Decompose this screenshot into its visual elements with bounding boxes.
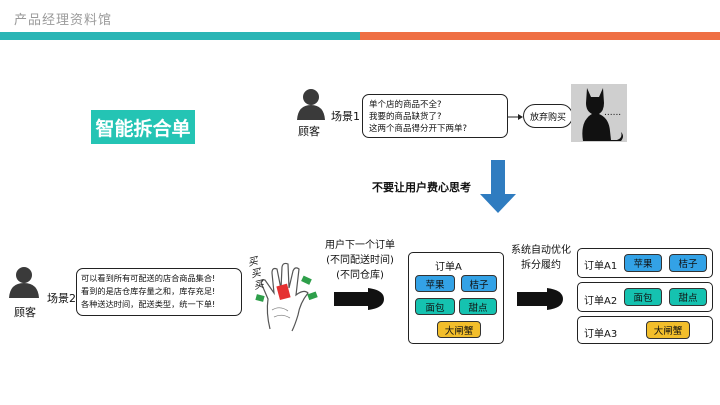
suborder-a1-item-orange: 桔子	[669, 254, 707, 272]
shopping-hand-illustration	[255, 262, 318, 332]
suborder-a2-item-dessert: 甜点	[669, 288, 707, 306]
auto-split-note: 系统自动优化 拆分履约	[506, 243, 576, 273]
order-note-line: (不同配送时间)	[326, 255, 394, 266]
scene1-customer-label: 顾客	[298, 125, 320, 138]
scene2-thought-bubble: 可以看到所有可配送的店合商品集合! 看到的是店仓库存量之和，库存充足! 各种送达…	[76, 268, 242, 316]
order-item-apple: 苹果	[415, 275, 455, 292]
customer-person-icon	[297, 89, 325, 120]
cat-ellipsis: ......	[604, 108, 622, 118]
order-a-box: 订单A 苹果 桔子 面包 甜点 大闸蟹	[408, 252, 504, 344]
suborder-a2-box: 订单A2 面包 甜点	[577, 282, 713, 312]
split-note-line: 系统自动优化	[511, 245, 571, 256]
scene2-right-arrow-1	[334, 288, 384, 310]
order-item-orange: 桔子	[461, 275, 497, 292]
suborder-a2-title: 订单A2	[584, 296, 618, 307]
scene2-label: 场景2	[47, 292, 76, 305]
scene1-thought-bubble: 单个店的商品不全? 我要的商品缺货了? 这两个商品得分开下两单?	[362, 94, 508, 138]
suborder-a1-title: 订单A1	[584, 261, 618, 272]
dont-make-user-think-caption: 不要让用户费心思考	[372, 181, 471, 194]
scene2-right-arrow-2	[517, 288, 563, 310]
scene2-bubble-line: 可以看到所有可配送的店合商品集合!	[81, 273, 216, 283]
order-note-line: (不同仓库)	[336, 270, 384, 281]
suborder-a3-title: 订单A3	[584, 329, 618, 340]
order-note-line: 用户下一个订单	[325, 240, 395, 251]
suborder-a3-box: 订单A3 大闸蟹	[577, 316, 713, 344]
scene2-bubble-line: 各种送达时间，配送类型，统一下单!	[81, 299, 216, 309]
suborder-a1-box: 订单A1 苹果 桔子	[577, 248, 713, 278]
suborder-a3-item-hairy-crab: 大闸蟹	[646, 321, 690, 339]
page-header-title: 产品经理资料馆	[14, 13, 113, 28]
split-note-line: 拆分履约	[521, 260, 561, 271]
single-order-note: 用户下一个订单 (不同配送时间) (不同仓库)	[320, 238, 400, 283]
order-item-dessert: 甜点	[459, 298, 497, 315]
abandon-purchase-pill: 放弃购买	[523, 104, 573, 128]
scene2-customer-label: 顾客	[14, 306, 36, 319]
customer-person-icon	[9, 267, 39, 298]
order-item-bread: 面包	[415, 298, 455, 315]
smart-split-merge-badge: 智能拆合单	[91, 110, 195, 144]
scene1-bubble-line: 这两个商品得分开下两单?	[369, 124, 468, 134]
cat-photo: ......	[571, 84, 627, 142]
scene1-bubble-line: 单个店的商品不全?	[369, 100, 442, 110]
header-bar-orange	[360, 32, 720, 40]
scene1-label: 场景1	[331, 110, 360, 123]
header-bar-teal	[0, 32, 360, 40]
order-item-hairy-crab: 大闸蟹	[437, 321, 481, 338]
order-a-title: 订单A	[435, 262, 462, 273]
scene1-bubble-line: 我要的商品缺货了?	[369, 112, 442, 122]
suborder-a2-item-bread: 面包	[624, 288, 662, 306]
cat-silhouette-icon	[582, 88, 623, 141]
suborder-a1-item-apple: 苹果	[624, 254, 662, 272]
scene2-bubble-line: 看到的是店仓库存量之和，库存充足!	[81, 286, 216, 296]
down-arrow-icon	[480, 160, 516, 213]
scene1-connector-arrow	[508, 114, 523, 120]
